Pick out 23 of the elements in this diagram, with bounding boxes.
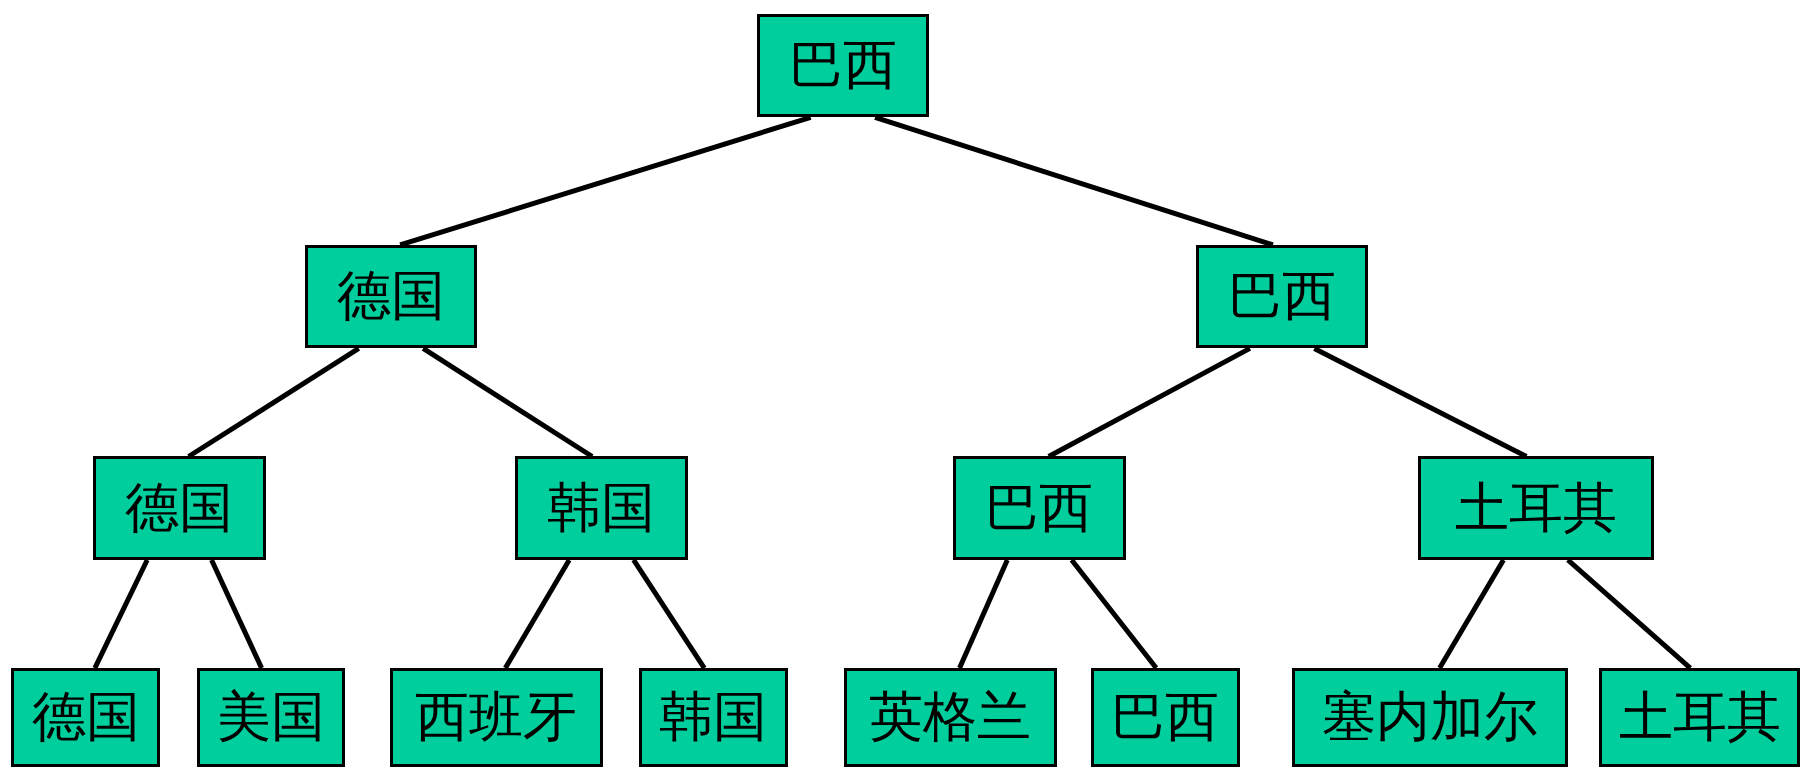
tree-node-box: 巴西: [953, 456, 1126, 560]
tree-node-box: 德国: [93, 456, 266, 560]
tree-node-box: 土耳其: [1599, 668, 1800, 767]
connector-line: [957, 559, 1010, 670]
tree-node-box: 韩国: [639, 668, 788, 767]
connector-line: [1566, 558, 1692, 670]
connector-line: [1437, 558, 1506, 670]
connector-line: [209, 558, 264, 670]
tree-node-box: 巴西: [1091, 668, 1240, 767]
connector-line: [92, 558, 150, 670]
tree-node-box: 巴西: [756, 13, 930, 118]
tree-node-box: 巴西: [1195, 244, 1369, 349]
tree-node-box: 德国: [11, 668, 160, 767]
tree-node-box: 土耳其: [1417, 456, 1654, 560]
connector-line: [631, 558, 707, 670]
tree-node-box: 韩国: [515, 456, 688, 560]
tree-node-box: 英格兰: [844, 668, 1057, 767]
tree-node-box: 美国: [196, 668, 345, 767]
tree-node-box: 塞内加尔: [1292, 668, 1569, 767]
tree-node-box: 德国: [304, 244, 478, 349]
connector-line: [503, 558, 572, 670]
connector-line: [1069, 558, 1159, 670]
tree-node-box: 西班牙: [389, 668, 603, 767]
